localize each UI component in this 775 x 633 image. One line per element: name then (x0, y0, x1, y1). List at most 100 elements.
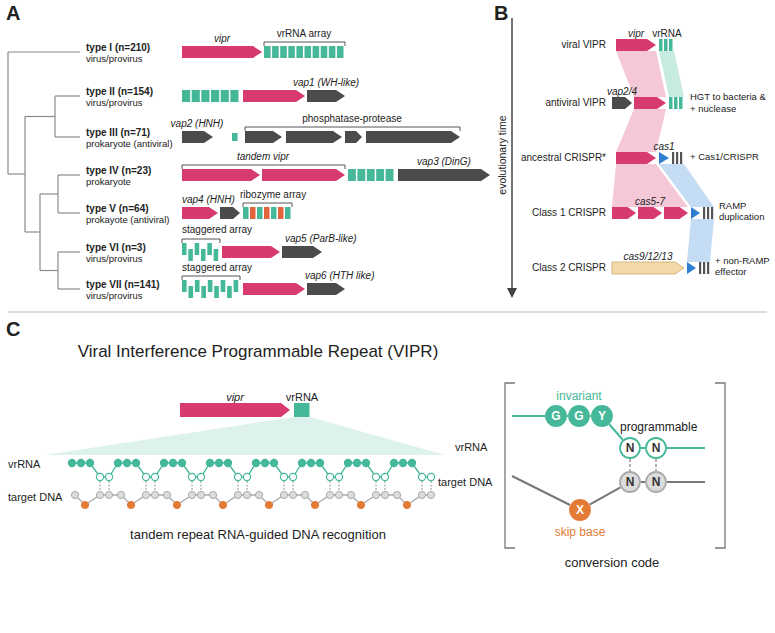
base-pair (431, 481, 432, 491)
base-letter: G (568, 405, 590, 427)
ribozyme-array (257, 207, 263, 219)
circle-shape (569, 406, 589, 426)
staggered-array (195, 280, 200, 292)
repeat-array (221, 90, 229, 102)
crispr-repeat (680, 152, 682, 164)
dna-base (71, 491, 78, 498)
repeat-array (367, 169, 375, 181)
bracket (715, 383, 725, 548)
crispr-repeat (676, 152, 678, 164)
gene-arrow (222, 246, 280, 258)
operon-label: phosphatase-protease (302, 113, 402, 125)
rna-base (362, 459, 369, 466)
tree-branch (58, 251, 80, 252)
dna-base (403, 501, 410, 508)
dna-base (243, 491, 250, 498)
tree-branch (8, 173, 25, 174)
dna-base (209, 491, 216, 498)
circle-shape (620, 472, 640, 492)
rna-base (326, 473, 333, 480)
repeat-array (664, 39, 668, 51)
rna-base (151, 473, 158, 480)
gene-label: cas1 (653, 141, 674, 153)
gene-label: vap5 (ParB-like) (285, 233, 357, 245)
repeat-array (211, 90, 219, 102)
panel-letter: A (6, 2, 20, 25)
type-label: type I (n=210) (86, 42, 150, 54)
dna-base (335, 491, 342, 498)
gene-label: vipr (628, 28, 644, 40)
rna-base (307, 459, 314, 466)
type-label: type VII (n=141) (86, 279, 160, 291)
gene-label: vipr (214, 33, 230, 45)
tree-branch (57, 252, 58, 289)
ribozyme-array (243, 207, 249, 219)
host-label: prokaryote (antiviral) (86, 139, 173, 150)
base-pair (284, 481, 285, 491)
repeat-array (348, 169, 356, 181)
gene-arrow (616, 152, 656, 164)
array-label: staggered array (182, 262, 252, 274)
array-label: staggered array (182, 224, 252, 236)
dna-base (301, 491, 308, 498)
rna-base (96, 473, 103, 480)
cas1-triangle (687, 262, 696, 274)
repeat-array (305, 46, 312, 58)
rna-base (206, 459, 213, 466)
rna-base (280, 473, 287, 480)
zoom-wedge (45, 417, 445, 455)
dna-base (173, 501, 180, 508)
tree-branch (55, 95, 80, 96)
rna-base (123, 459, 130, 466)
repeat-array (201, 90, 209, 102)
panel-title: Viral Interference Programmable Repeat (… (78, 342, 439, 362)
gene-arrow (286, 131, 342, 143)
dna-base (347, 491, 354, 498)
staggered-array (234, 280, 239, 292)
gene-label: vap2 (HNH) (171, 118, 224, 130)
tree-branch (7, 52, 8, 174)
backbone-link (641, 481, 645, 483)
repeat-array (679, 97, 683, 109)
backbone-link (590, 415, 591, 417)
circle-shape (570, 500, 590, 520)
cas1-triangle (691, 207, 700, 219)
rna-base (105, 473, 112, 480)
array-label: ribozyme array (240, 189, 306, 201)
gene-label: vrRNA (286, 391, 318, 404)
rna-base (344, 459, 351, 466)
dna-base (117, 491, 124, 498)
rna-base (427, 473, 434, 480)
staggered-array (182, 280, 187, 292)
rna-base (197, 473, 204, 480)
rna-base (234, 473, 241, 480)
dna-base (163, 491, 170, 498)
base-letter: X (569, 499, 591, 521)
base-letter: N (645, 437, 667, 459)
repeat-array (192, 90, 200, 102)
base-circle: N (645, 437, 667, 459)
pairing-line (655, 459, 656, 471)
base-letter: G (545, 405, 567, 427)
dna-base (255, 491, 262, 498)
host-label: virus/provirus (86, 291, 143, 302)
gene-arrow (616, 39, 656, 51)
staggered-array (227, 286, 232, 298)
region-label: invariant (556, 390, 601, 404)
caption-text: tandem repeat RNA-guided DNA recognition (130, 528, 386, 543)
base-pair (100, 481, 101, 491)
homology-band (659, 51, 684, 97)
repeat-array (376, 169, 384, 181)
rna-base (142, 473, 149, 480)
repeat-array (230, 90, 238, 102)
staggered-array (201, 249, 206, 261)
staggered-array (201, 286, 206, 298)
gene-arrow (243, 283, 305, 295)
axis-label: evolutionary time (496, 115, 508, 194)
base-pair (330, 481, 331, 491)
backbone-link (590, 487, 621, 504)
strand-label: vrRNA (8, 458, 40, 471)
region-label: programmable (620, 421, 697, 435)
rna-base (77, 459, 84, 466)
